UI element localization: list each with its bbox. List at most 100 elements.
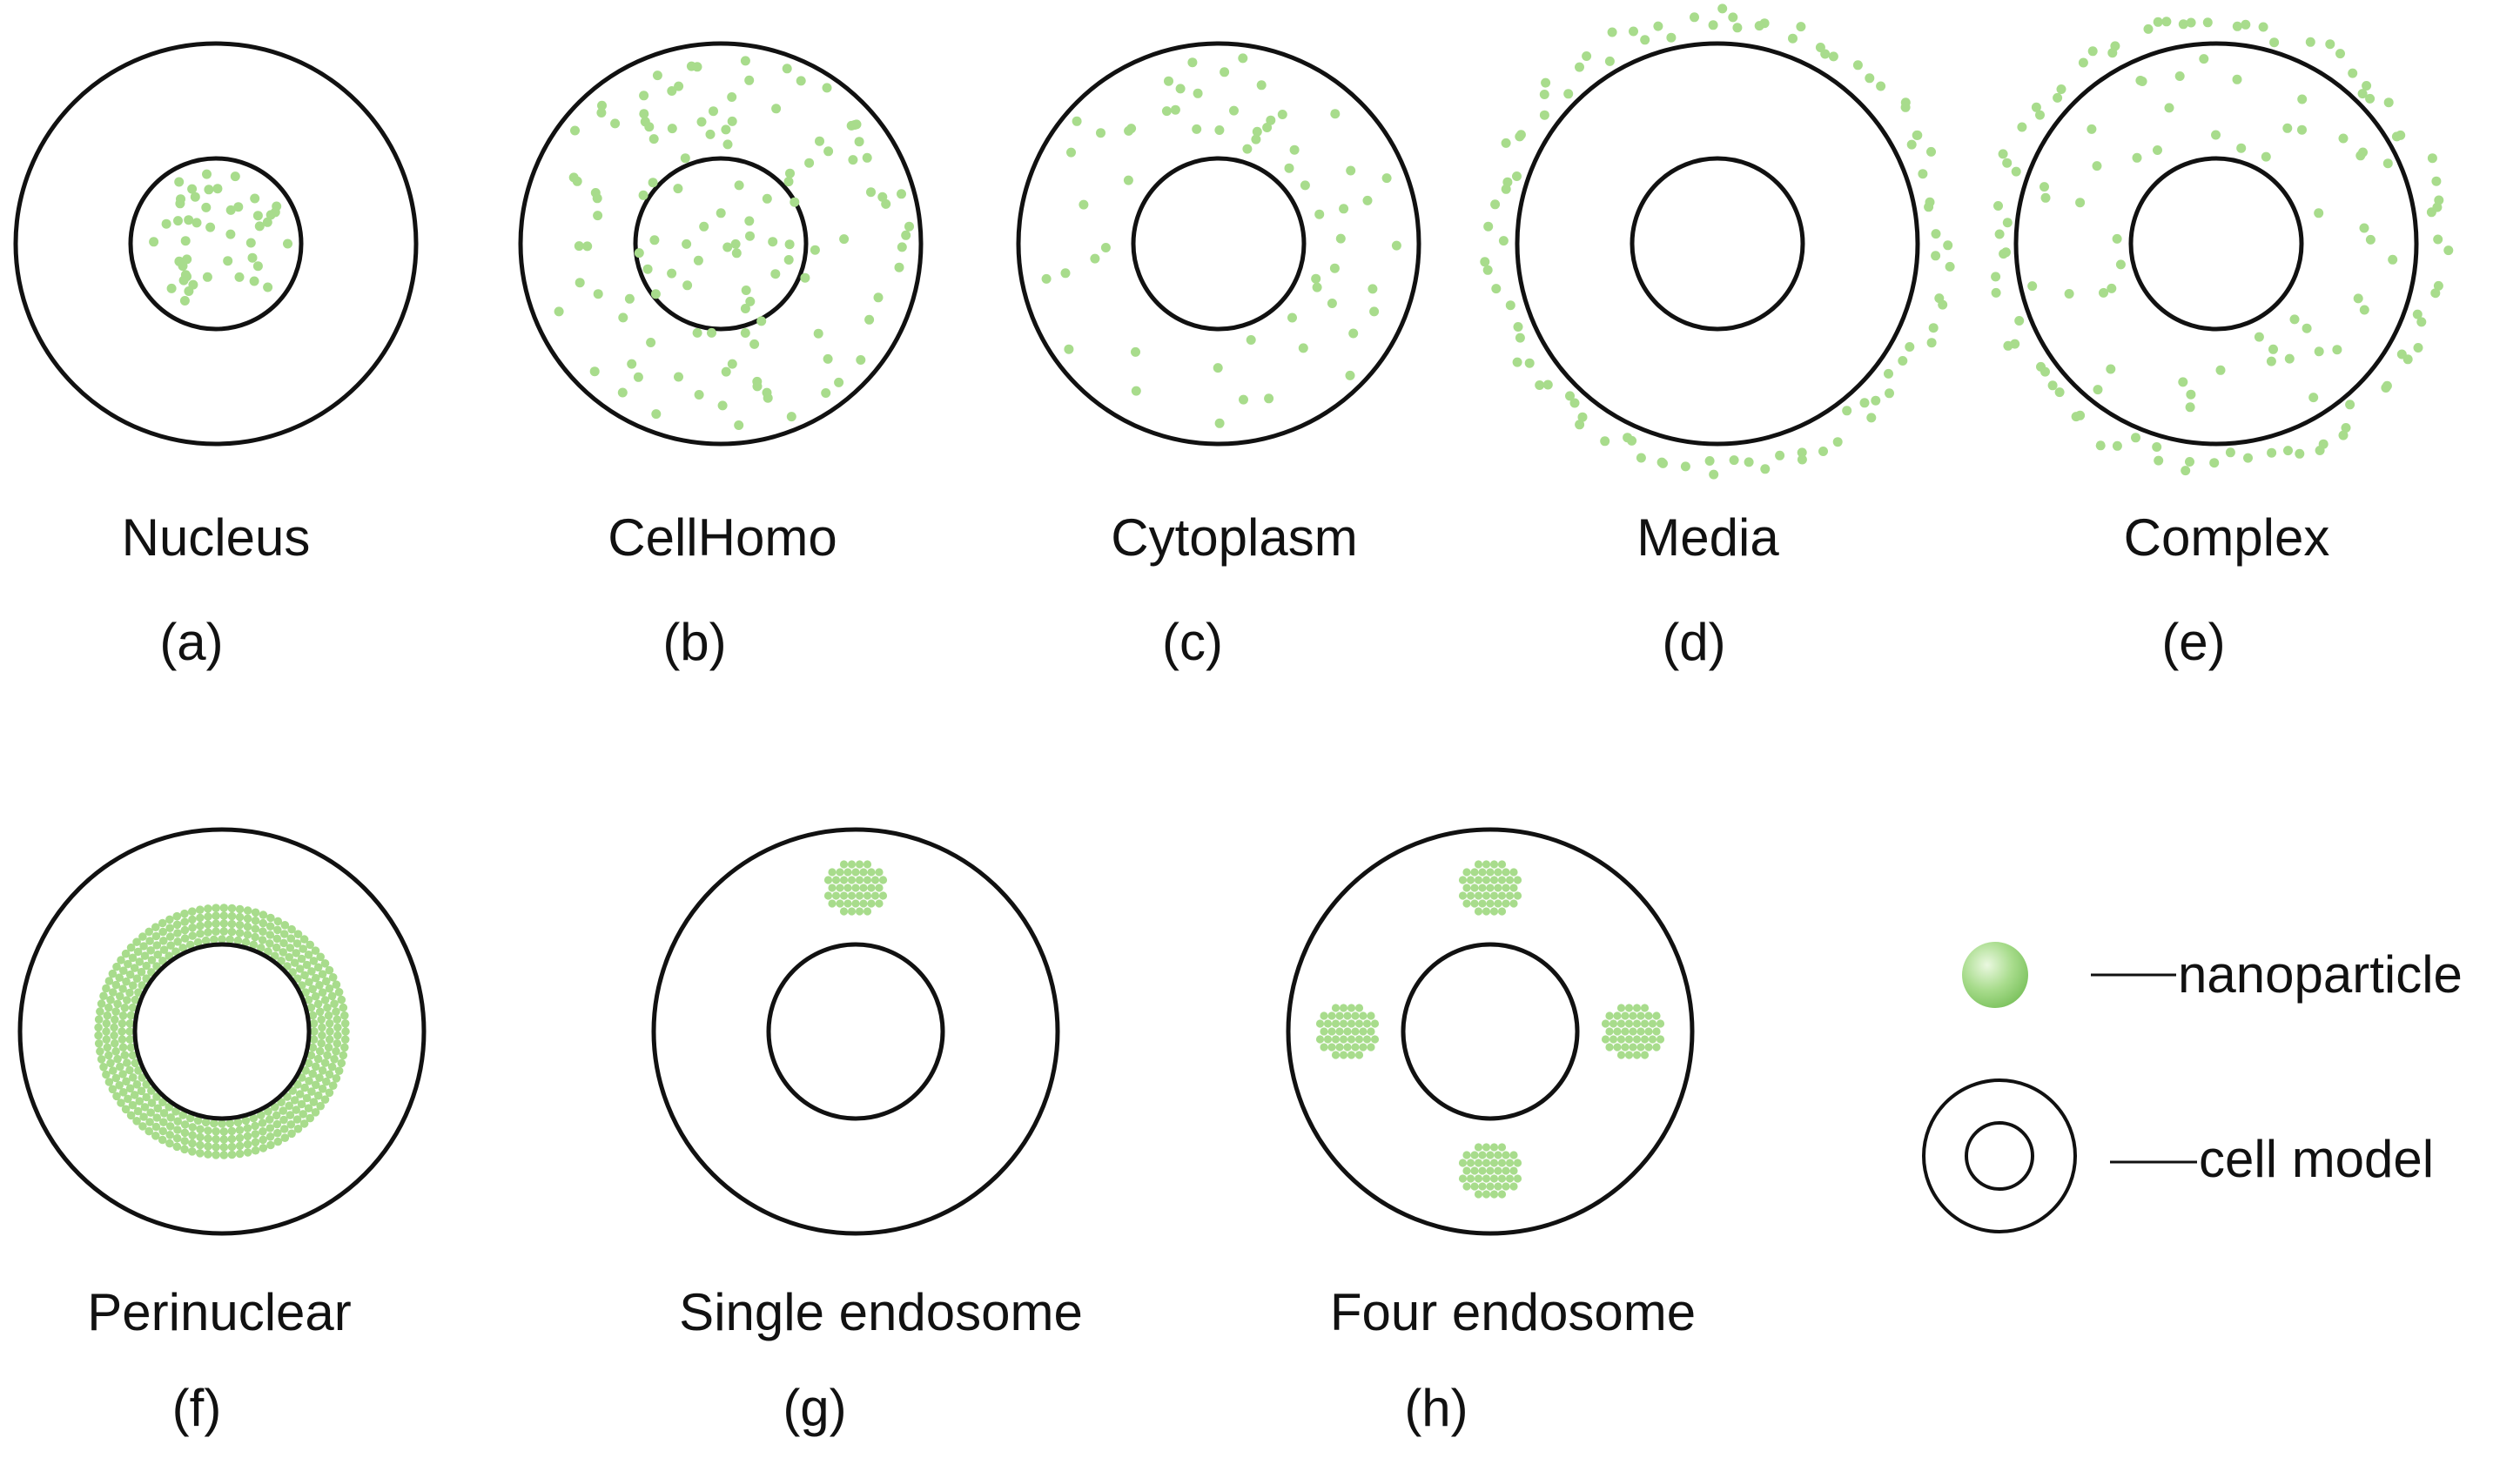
nanoparticle — [1362, 1019, 1372, 1028]
nanoparticle — [111, 1038, 119, 1048]
nanoparticle — [1828, 51, 1838, 62]
nanoparticle — [126, 1011, 136, 1020]
nanoparticle — [1505, 1159, 1515, 1167]
nanoparticle — [1613, 1027, 1622, 1036]
nanoparticle — [1486, 1151, 1495, 1159]
nanoparticle — [135, 1097, 144, 1105]
nanoparticle — [627, 359, 637, 369]
nanoparticle — [1582, 51, 1592, 61]
nanoparticle — [188, 279, 198, 290]
nanoparticle — [272, 934, 282, 944]
nanoparticle — [146, 1108, 155, 1117]
nanoparticle — [1708, 20, 1718, 30]
nucleus — [2128, 156, 2304, 332]
nanoparticle — [334, 988, 344, 997]
nanoparticle — [1624, 1051, 1634, 1059]
nanoparticle — [2056, 84, 2066, 94]
nanoparticle — [159, 945, 169, 954]
nanoparticle — [650, 289, 661, 299]
nanoparticle — [304, 995, 313, 1004]
nanoparticle — [699, 221, 709, 232]
nanoparticle — [649, 235, 660, 245]
nanoparticle — [122, 1077, 131, 1086]
nanoparticle — [642, 264, 653, 274]
nanoparticle — [243, 1132, 252, 1141]
nanoparticle — [610, 118, 621, 129]
nanoparticle — [233, 1118, 243, 1127]
nanoparticle — [1348, 328, 1359, 339]
nanoparticle — [172, 1133, 182, 1143]
particles — [1315, 860, 1665, 1199]
nanoparticle — [1486, 1166, 1495, 1175]
nanoparticle — [1640, 1051, 1650, 1059]
nanoparticle — [707, 327, 716, 338]
nanoparticle — [151, 1122, 161, 1132]
nanoparticle — [118, 984, 127, 993]
nanoparticle — [1298, 343, 1308, 353]
nanoparticle — [1214, 418, 1225, 428]
nanoparticle — [1314, 209, 1325, 219]
nanoparticle — [2318, 439, 2328, 449]
nanoparticle — [286, 1111, 295, 1119]
nanoparticle — [1462, 884, 1471, 892]
nanoparticle — [180, 1120, 190, 1129]
nanoparticle — [2314, 346, 2324, 357]
nanoparticle — [2107, 48, 2118, 58]
nanoparticle — [104, 1051, 113, 1060]
nanoparticle — [1251, 134, 1261, 144]
nanoparticle — [306, 940, 315, 950]
nanoparticle — [128, 1100, 138, 1110]
nanoparticle — [104, 1078, 114, 1086]
nanoparticle — [839, 907, 849, 916]
nanoparticle — [1876, 81, 1886, 91]
nanoparticle — [333, 1015, 342, 1024]
nanoparticle — [280, 1133, 290, 1142]
nanoparticle — [333, 1031, 342, 1040]
nanoparticle — [1470, 1151, 1479, 1159]
nanoparticle — [1343, 1027, 1352, 1036]
nanoparticle — [142, 974, 151, 983]
nanoparticle — [313, 1054, 323, 1064]
nanoparticle — [2161, 17, 2172, 27]
nanoparticle — [1494, 1182, 1502, 1191]
nanoparticle — [2383, 97, 2394, 108]
nanoparticle — [2362, 81, 2372, 91]
nanoparticle — [734, 180, 744, 191]
nanoparticle — [188, 1131, 197, 1140]
nanoparticle — [1502, 868, 1510, 877]
nanoparticle — [1480, 257, 1490, 267]
nanoparticle — [1505, 876, 1515, 884]
nanoparticle — [1474, 1143, 1483, 1152]
particles — [1480, 3, 1955, 480]
nanoparticle — [1482, 1143, 1491, 1152]
nanoparticle — [2078, 57, 2088, 68]
nanoparticle — [1331, 1035, 1341, 1044]
nanoparticle — [158, 957, 167, 965]
nanoparticle — [178, 1111, 187, 1119]
nanoparticle — [2202, 17, 2213, 28]
panel-tag: (g) — [783, 1379, 846, 1437]
nanoparticle — [2031, 102, 2041, 112]
nanoparticle — [574, 241, 584, 252]
nucleus — [633, 156, 809, 332]
nanoparticle — [904, 221, 914, 232]
panel-tag: (a) — [159, 613, 223, 671]
nanoparticle — [1621, 1027, 1630, 1036]
nanoparticle — [856, 355, 866, 365]
nanoparticle — [2241, 19, 2251, 30]
nanoparticle — [339, 1003, 348, 1012]
nanoparticle — [2002, 218, 2013, 228]
nanoparticle — [1351, 1043, 1360, 1052]
nanoparticle — [180, 236, 191, 246]
nanoparticle — [1744, 457, 1754, 467]
nanoparticle — [230, 171, 240, 182]
cell-membrane — [1016, 41, 1421, 447]
nanoparticle — [1170, 104, 1180, 115]
nanoparticle — [265, 1115, 274, 1124]
nanoparticle — [280, 921, 290, 930]
nanoparticle — [306, 1113, 315, 1123]
nanoparticle — [745, 231, 755, 241]
nanoparticle — [784, 239, 795, 250]
particles — [1041, 53, 1401, 428]
nanoparticle — [288, 1086, 298, 1095]
